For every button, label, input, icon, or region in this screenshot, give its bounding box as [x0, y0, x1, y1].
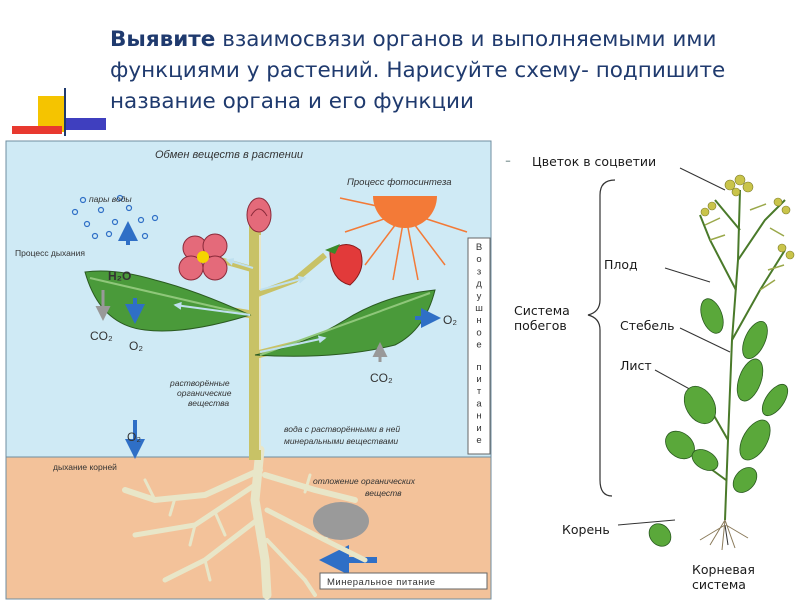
- co2-right-label: CO₂: [370, 371, 393, 385]
- label-stem: Стебель: [620, 318, 675, 333]
- plant-organs-diagram: Цветок в соцветии Плод Система побегов С…: [500, 140, 800, 600]
- slide-title-bold: Выявите: [110, 27, 216, 52]
- label-flower: Цветок в соцветии: [532, 154, 657, 169]
- o2-left-label: O₂: [129, 339, 143, 353]
- air-nutrition-box: [467, 237, 491, 455]
- flower-cluster-icon: [700, 174, 795, 260]
- bud-icon: [246, 197, 272, 233]
- plant-illustration: [684, 189, 786, 521]
- h2o-label: H₂O: [108, 269, 131, 283]
- organic-deposit-blob: [313, 502, 369, 540]
- slide-corner-decoration: [0, 0, 110, 140]
- respiration-label: Процесс дыхания: [15, 248, 85, 258]
- mineral-nutrition-box: [319, 572, 488, 590]
- root-respiration-label: дыхание корней: [53, 462, 117, 472]
- plant-leaves: [648, 298, 789, 547]
- label-root: Корень: [562, 522, 610, 537]
- roots: [122, 445, 368, 600]
- strawberry-icon: [325, 244, 363, 286]
- slide-title: Выявите взаимосвязи органов и выполняемы…: [110, 24, 790, 142]
- organic-deposit-label: отложение органических веществ: [313, 476, 417, 498]
- vapor-dots: [71, 194, 159, 240]
- water-vapor-label: пары воды: [89, 194, 132, 204]
- plant-metabolism-diagram: Обмен веществ в растении Процесс фотосин…: [5, 140, 492, 600]
- label-root-system: Корневая система: [692, 562, 755, 592]
- label-fruit: Плод: [604, 257, 638, 272]
- photosynthesis-label: Процесс фотосинтеза: [347, 177, 452, 188]
- label-shoot-system: Система побегов: [514, 303, 570, 333]
- organic-dissolved-label: растворённые органические вещества: [169, 378, 234, 408]
- sun-icon: [339, 196, 468, 281]
- o2-right-label: O₂: [443, 313, 457, 327]
- slide-title-text: взаимосвязи органов и выполняемыми ими ф…: [110, 27, 726, 114]
- o2-root-label: O₂: [127, 430, 141, 444]
- shoot-brace: [587, 179, 616, 497]
- mineral-nutrition-label: Минеральное питание: [327, 577, 436, 588]
- water-minerals-label: вода с растворёнными в ней минеральными …: [284, 424, 402, 446]
- dash-mark: -: [505, 150, 511, 170]
- plant-roots: [699, 519, 749, 551]
- label-leaf: Лист: [620, 358, 652, 373]
- flower-icon: [178, 233, 228, 281]
- diagram-title: Обмен веществ в растении: [155, 149, 303, 161]
- co2-left-label: CO₂: [90, 329, 113, 343]
